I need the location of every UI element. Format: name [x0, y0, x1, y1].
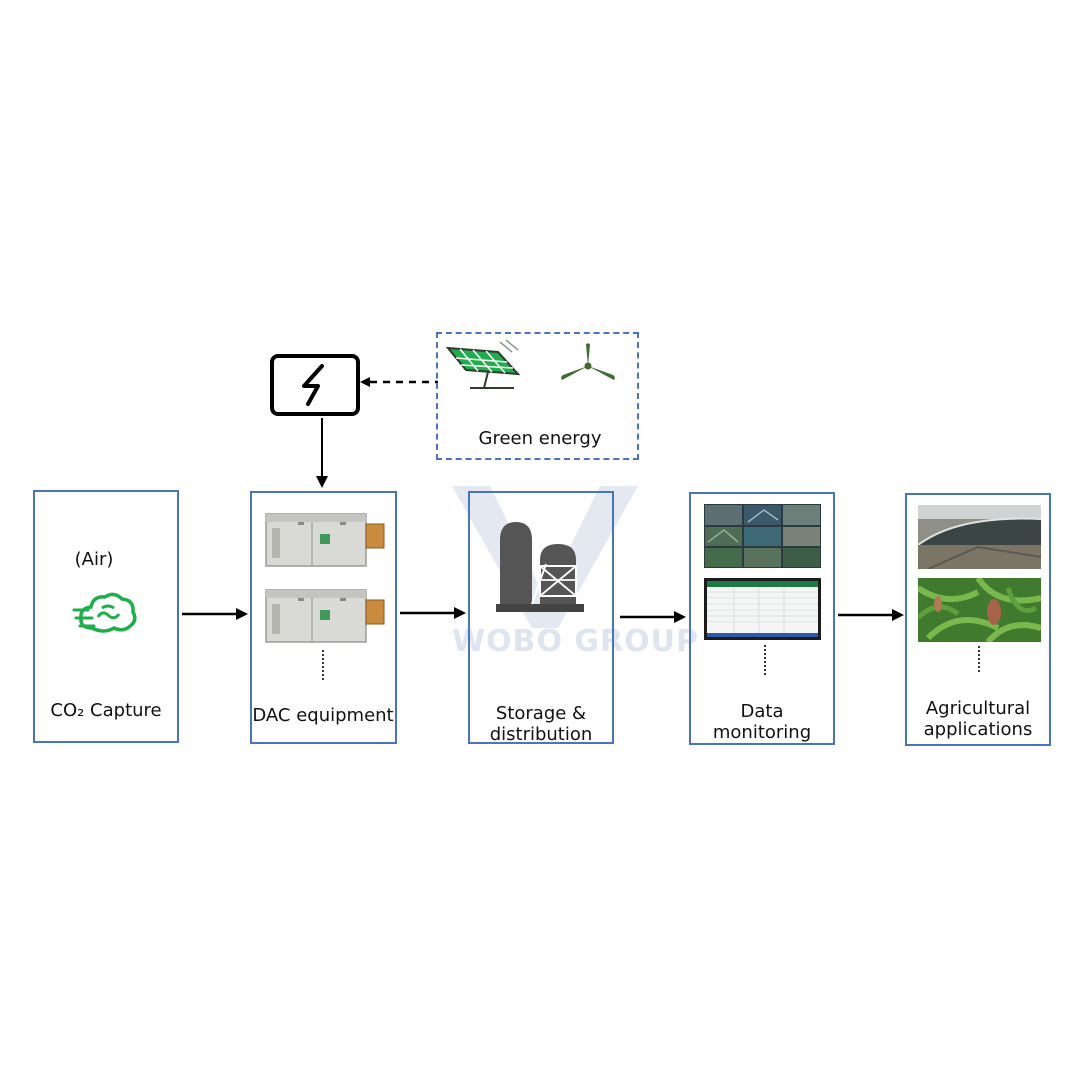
dac-unit-image-2 [260, 584, 388, 648]
step-box-dac-equipment [250, 491, 397, 744]
more-data-dots [764, 645, 766, 675]
flow-arrow-1 [182, 608, 248, 620]
spreadsheet-screen-image [704, 578, 821, 640]
step-label-data-line1: Data [740, 701, 784, 722]
step-label-storage-line2: distribution [489, 724, 593, 745]
flow-arrow-3 [620, 611, 686, 623]
step-label-storage: Storage & distribution [470, 703, 612, 745]
lightning-bolt-icon [270, 354, 360, 416]
corn-field-image [918, 578, 1041, 642]
more-applications-dots [978, 646, 980, 672]
step-label-agricultural: Agricultural applications [907, 698, 1049, 740]
step-label-agri-line1: Agricultural [925, 698, 1031, 719]
step-box-agricultural [905, 493, 1051, 746]
watermark [450, 478, 640, 668]
more-units-dots [322, 650, 324, 680]
co2-cloud-icon [72, 588, 140, 638]
silo-tank-icon [496, 520, 586, 616]
step-label-agri-line2: applications [923, 719, 1033, 740]
dac-unit-image-1 [260, 508, 388, 572]
step-label-dac-equipment: DAC equipment [252, 705, 394, 726]
power-unit [270, 354, 360, 416]
flow-arrow-4 [838, 609, 904, 621]
step-label-storage-line1: Storage & [495, 703, 587, 724]
step-box-storage [468, 491, 614, 744]
step-box-co2-capture [33, 490, 179, 743]
watermark-logo-icon [452, 486, 638, 628]
power-to-dac-arrow [316, 418, 328, 488]
step-label-co2-capture: CO₂ Capture [50, 700, 162, 721]
green-energy-label: Green energy [478, 428, 602, 449]
wind-turbine-icon [556, 342, 620, 388]
step-box-data-monitoring [689, 492, 835, 745]
green-energy-box [436, 332, 639, 460]
greenhouse-image [918, 505, 1041, 569]
camera-grid-image [704, 504, 821, 568]
step-label-data-line2: monitoring [712, 722, 812, 743]
step-label-data-monitoring: Data monitoring [691, 701, 833, 743]
solar-panel-icon [444, 338, 526, 394]
air-label: (Air) [74, 549, 114, 570]
flow-arrow-2 [400, 607, 466, 619]
watermark-text: WOBO GROUP [452, 624, 699, 659]
energy-supply-arrow [360, 377, 438, 387]
